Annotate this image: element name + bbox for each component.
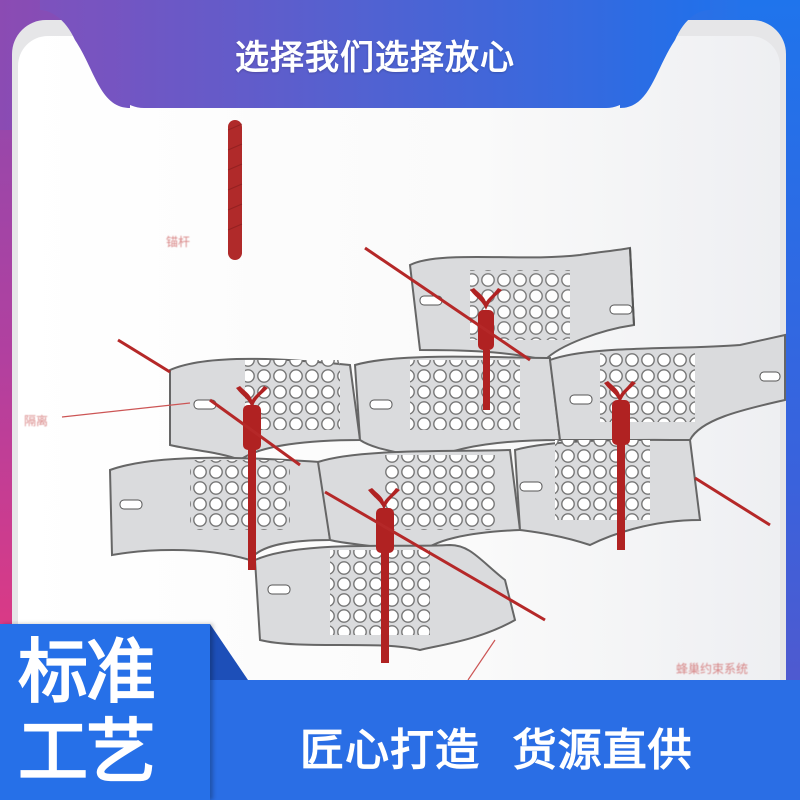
badge-fold [210,624,248,680]
geocell-illustration [61,120,786,680]
left-label: 隔离 [24,414,49,428]
page-title: 选择我们选择放心 [235,38,515,78]
standard-craft-badge [0,624,210,800]
slogan: 匠心打造 货源直供 [300,725,693,776]
system-label: 蜂巢约束系统 [676,662,749,676]
badge-text: 标准 工艺 [18,632,198,792]
badge-line-2: 工艺 [18,711,156,793]
anchor-label: 锚杆 [166,235,191,249]
header-tab: 选择我们选择放心 [110,0,640,108]
badge-line-1: 标准 [18,631,156,713]
